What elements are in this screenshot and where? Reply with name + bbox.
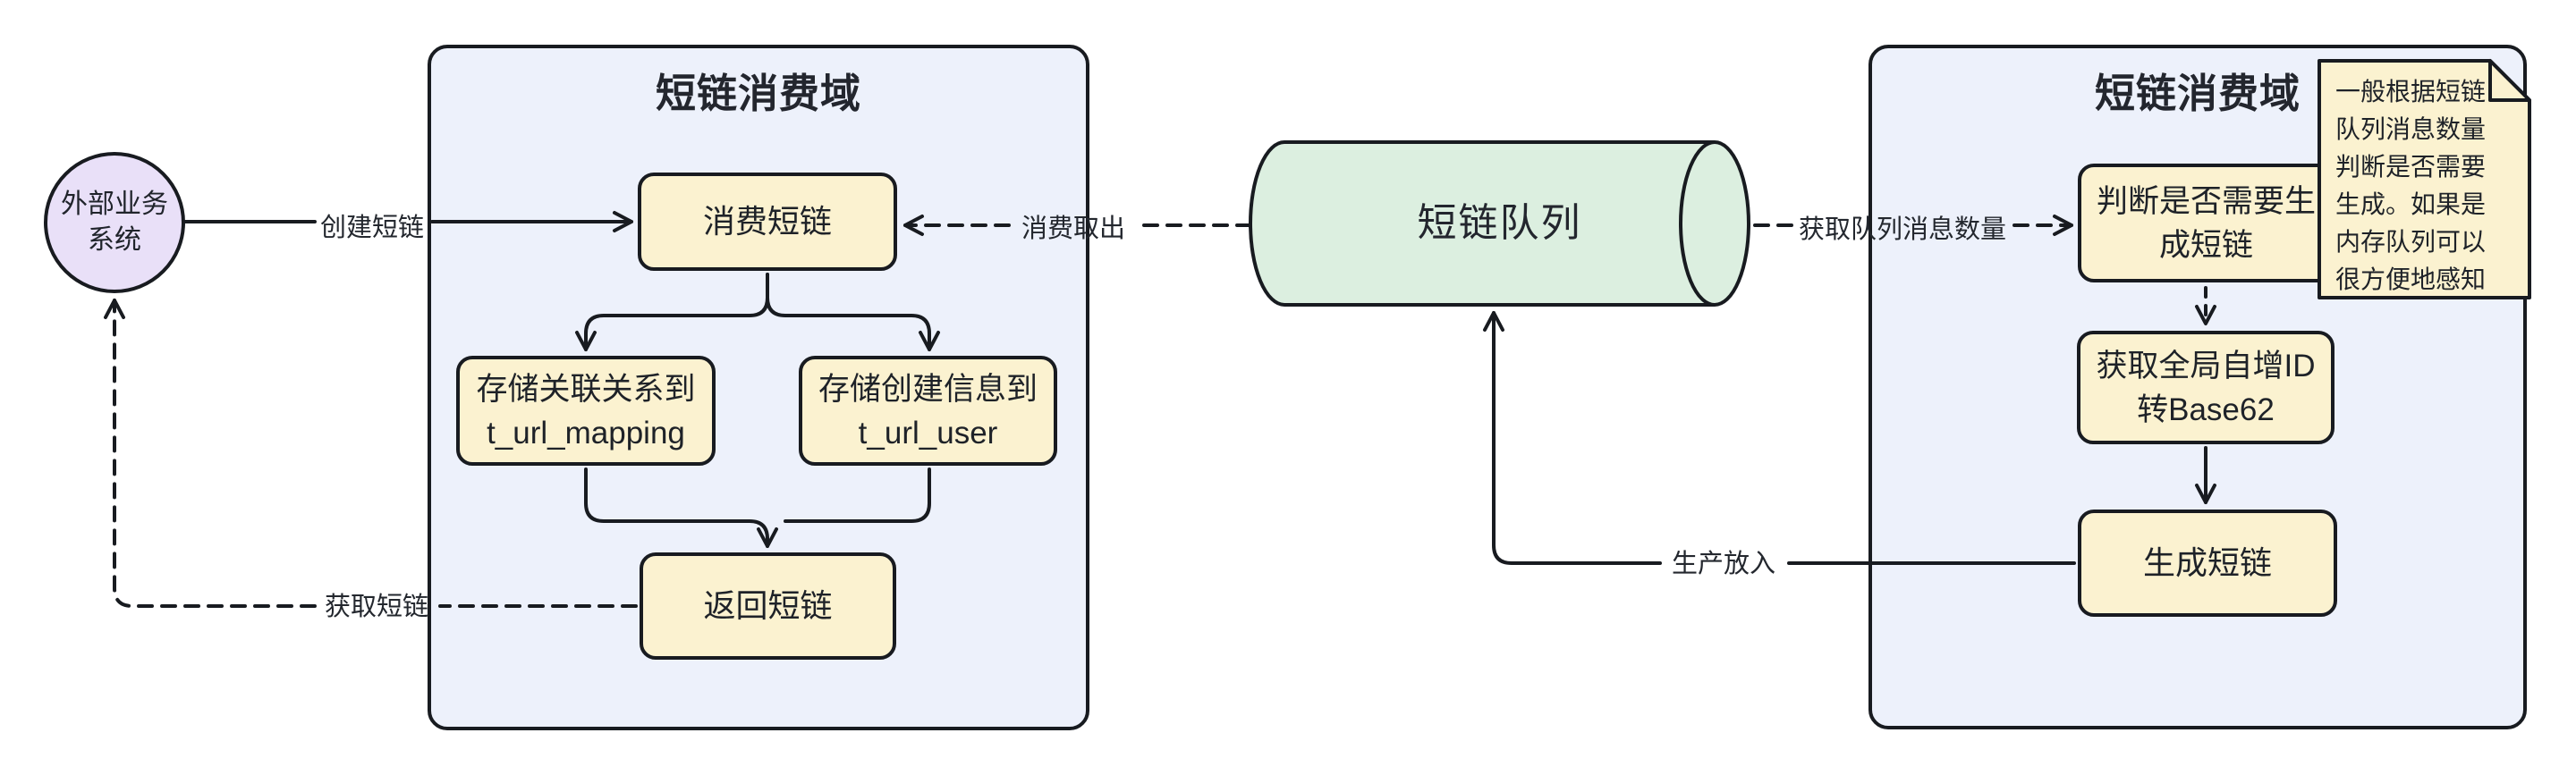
generate-short-link-node: 生成短链 [2078, 510, 2337, 617]
store-user-node: 存储创建信息到 t_url_user [799, 356, 1057, 466]
producer-domain-title: 短链消费域 [2094, 71, 2301, 116]
edge-label-produce-in: 生产放入 [1671, 550, 1775, 578]
store-mapping-node: 存储关联关系到 t_url_mapping [456, 356, 716, 466]
return-short-link-node: 返回短链 [640, 552, 896, 660]
edge-label-consume-out: 消费取出 [1021, 215, 1125, 243]
consume-short-link-node: 消费短链 [638, 173, 897, 271]
get-global-id-node: 获取全局自增ID 转Base62 [2077, 331, 2334, 444]
queue-node-label: 短链队列 [1417, 201, 1582, 245]
edge-label-create-short-link: 创建短链 [319, 214, 424, 242]
judge-generate-node: 判断是否需要生 成短链 [2078, 164, 2334, 282]
consumer-domain-title: 短链消费域 [655, 71, 861, 116]
edge-label-get-queue-count: 获取队列消息数量 [1799, 215, 2007, 244]
external-system-node: 外部业务 系统 [44, 152, 185, 293]
edge-label-get-short-link: 获取短链 [324, 593, 428, 621]
note-annotation: 一般根据短链 队列消息数量 判断是否需要 生成。如果是 内存队列可以 很方便地感… [2335, 78, 2487, 293]
